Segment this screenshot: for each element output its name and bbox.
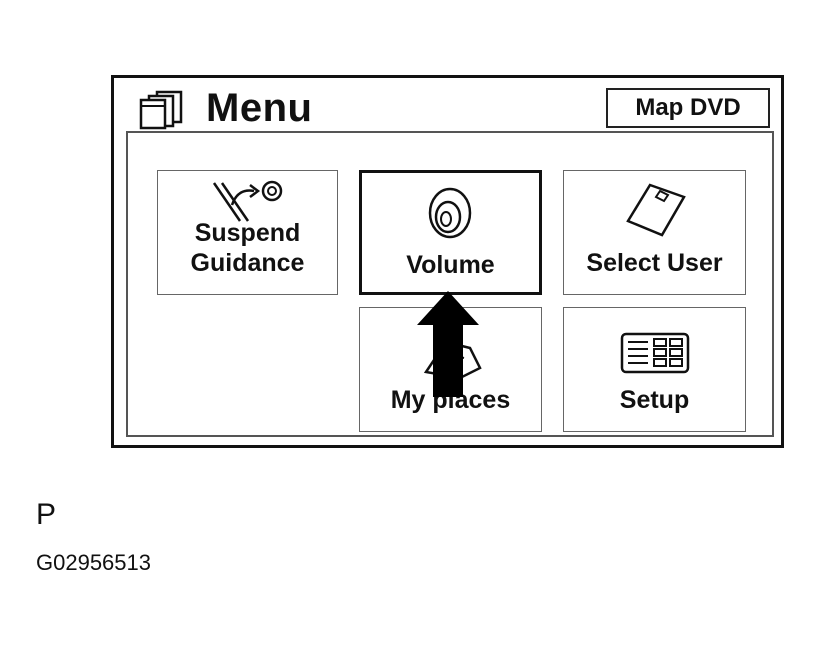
select-user-label: Select User <box>586 249 723 277</box>
reroute-icon <box>212 180 283 222</box>
speaker-icon <box>428 187 472 239</box>
settings-grid-icon <box>620 332 690 374</box>
menu-panel <box>126 131 774 437</box>
caption-letter: P <box>36 498 57 531</box>
page-title: Menu <box>206 86 313 130</box>
volume-label: Volume <box>406 251 495 279</box>
volume-button[interactable]: Volume <box>359 170 542 295</box>
suspend-guidance-button[interactable]: Suspend Guidance <box>157 170 338 295</box>
guidance-label: Guidance <box>190 249 305 277</box>
caption-code: G02956513 <box>36 550 151 575</box>
user-card-icon <box>626 183 686 237</box>
map-dvd-button[interactable]: Map DVD <box>606 88 770 128</box>
setup-label: Setup <box>619 386 690 414</box>
navigation-screen: Menu Map DVD Suspend Guidance Volume Sel… <box>111 75 784 448</box>
menu-pages-icon <box>139 90 183 130</box>
suspend-label: Suspend <box>194 219 301 247</box>
up-arrow-icon <box>417 291 479 397</box>
setup-button[interactable]: Setup <box>563 307 746 432</box>
select-user-button[interactable]: Select User <box>563 170 746 295</box>
